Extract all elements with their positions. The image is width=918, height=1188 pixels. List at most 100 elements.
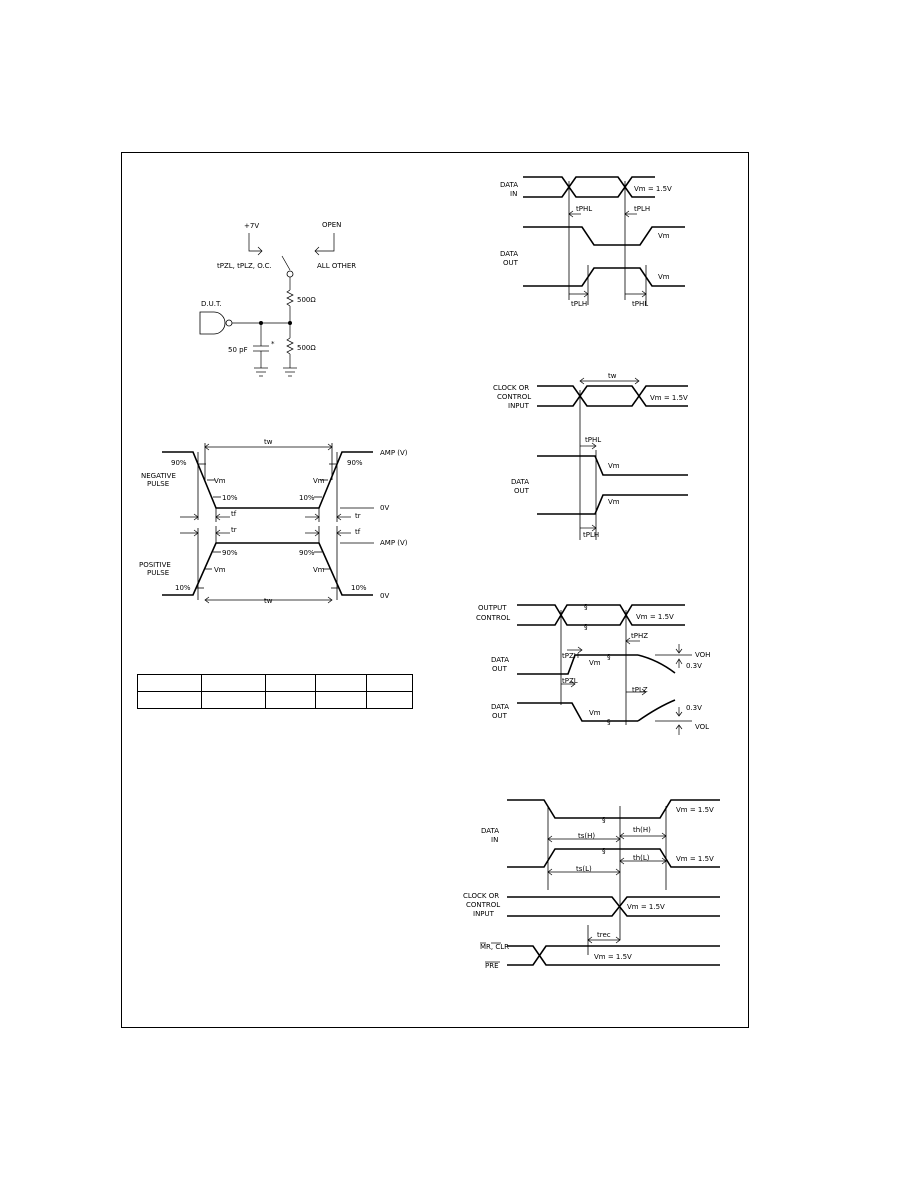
setup-vm2-label: Vm = 1.5V (676, 855, 714, 863)
table-cell (201, 674, 267, 692)
dut-label: D.U.T. (201, 300, 222, 308)
voh-label: VOH (695, 651, 710, 659)
setup-vm3-label: Vm = 1.5V (627, 903, 665, 911)
data-out1-line1: DATA (491, 656, 509, 664)
p90-left-label: 90% (171, 459, 187, 467)
setup-clock-line3: INPUT (473, 910, 495, 918)
ts-h-label: ts(H) (578, 832, 595, 840)
tphl-bottom-label: tPHL (632, 300, 648, 308)
p90-pos-right-label: 90% (299, 549, 315, 557)
negative-pulse-trace (162, 451, 373, 509)
pos-pulse-line2: PULSE (147, 569, 169, 577)
setup-clock-line1: CLOCK OR (463, 892, 499, 900)
vm1-label: Vm (214, 477, 226, 485)
setup-vm4-label: Vm = 1.5V (594, 953, 632, 961)
table-cell (265, 691, 317, 709)
v03b-label: 0.3V (686, 704, 702, 712)
table-cell (365, 691, 414, 709)
clock-to-output-diagram: CLOCK OR CONTROL INPUT Vm = 1.5V tw tPHL… (493, 372, 688, 540)
p10-right-label: 10% (299, 494, 315, 502)
th-l-label: th(L) (633, 854, 650, 862)
table-cell (315, 691, 367, 709)
data-out1-line2: OUT (492, 665, 508, 673)
p10-left-label: 10% (222, 494, 238, 502)
setup-data-in-line2: IN (491, 836, 498, 844)
data-out-line2: OUT (503, 259, 519, 267)
setup-break-1: § (602, 816, 606, 824)
amp2-label: AMP (V) (380, 539, 408, 547)
vm4-label: Vm (313, 566, 325, 574)
table-cell (136, 691, 203, 709)
pos-pulse-line1: POSITIVE (139, 561, 171, 569)
vm2-label: Vm (313, 477, 325, 485)
tristate-vm-a-label: Vm (589, 659, 601, 667)
data-in-line2: IN (510, 190, 517, 198)
data-in-line1: DATA (500, 181, 518, 189)
table-row (136, 691, 414, 709)
tristate-diagram: OUTPUT CONTROL § § Vm = 1.5V tPHZ DATA O… (476, 603, 710, 735)
clock-tw-label: tw (608, 372, 617, 380)
tw-top-label: tw (264, 438, 273, 446)
tf1-label: tf (231, 510, 237, 518)
tphl-label: tPHL (576, 205, 592, 213)
p90-right-label: 90% (347, 459, 363, 467)
p10-pos-right-label: 10% (351, 584, 367, 592)
positive-pulse-trace (162, 542, 373, 596)
ov2-label: 0V (380, 592, 389, 600)
clock-vm-b-label: Vm (608, 498, 620, 506)
neg-pulse-line2: PULSE (147, 480, 169, 488)
pre-label: PRE (485, 962, 499, 970)
table-row (136, 674, 414, 692)
setup-vm1-label: Vm = 1.5V (676, 806, 714, 814)
resistor-top (286, 289, 294, 307)
switch-blade (281, 255, 291, 271)
tw-bottom-label: tw (264, 597, 273, 605)
oc-break-bottom: § (584, 623, 588, 631)
tplz-label: tPLZ (632, 686, 648, 694)
setup-break-2: § (602, 847, 606, 855)
clock-vm-a-label: Vm (608, 462, 620, 470)
clock-tphl-label: tPHL (585, 436, 601, 444)
v03a-label: 0.3V (686, 662, 702, 670)
asterisk-label: * (271, 340, 275, 348)
p10-pos-left-label: 10% (175, 584, 191, 592)
setup-data-in-line1: DATA (481, 827, 499, 835)
break-1: § (607, 653, 611, 661)
tpzl-label: tPZL (562, 677, 578, 685)
vm-a-label: Vm (658, 232, 670, 240)
data-out2-line1: DATA (491, 703, 509, 711)
tplh-bottom-label: tPLH (571, 300, 587, 308)
clock-line1: CLOCK OR (493, 384, 529, 392)
clock-line2: CONTROL (497, 393, 531, 401)
table-cell (365, 674, 414, 692)
table-cell (265, 674, 317, 692)
setup-hold-diagram: DATA IN § Vm = 1.5V § Vm = 1.5V ts(H) th… (463, 799, 720, 970)
supply-label: +7V (244, 222, 259, 230)
table-cell (136, 674, 203, 692)
vol-label: VOL (695, 723, 709, 731)
ov1-label: 0V (380, 504, 389, 512)
mr-clr-label: MR, CLR (480, 943, 509, 951)
open-label: OPEN (322, 221, 341, 229)
p90-pos-left-label: 90% (222, 549, 238, 557)
vm3-label: Vm (214, 566, 226, 574)
tf2-label: tf (355, 528, 361, 536)
figure-frame (121, 152, 749, 1028)
all-other-label: ALL OTHER (317, 262, 356, 270)
tr2-label: tr (231, 526, 237, 534)
oc-line1: OUTPUT (478, 604, 507, 612)
pulse-definitions: tw 90% 90% NEGATIVE PULSE Vm Vm 10% 10% … (139, 438, 408, 605)
clock-tplh-label: tPLH (583, 531, 599, 539)
data-out-line1: DATA (500, 250, 518, 258)
clock-data-out-line1: DATA (511, 478, 529, 486)
table-cell (315, 674, 367, 692)
resistor-bottom (286, 337, 294, 355)
test-load-circuit: +7V OPEN tPZL, tPLZ, O.C. ALL OTHER 500Ω… (199, 221, 356, 377)
cap-label: 50 pF (228, 346, 248, 354)
tpzh-label: tPZH (562, 652, 579, 660)
table-cell (201, 691, 267, 709)
amp1-label: AMP (V) (380, 449, 408, 457)
oc-break-top: § (584, 603, 588, 611)
characteristics-table (136, 674, 414, 709)
